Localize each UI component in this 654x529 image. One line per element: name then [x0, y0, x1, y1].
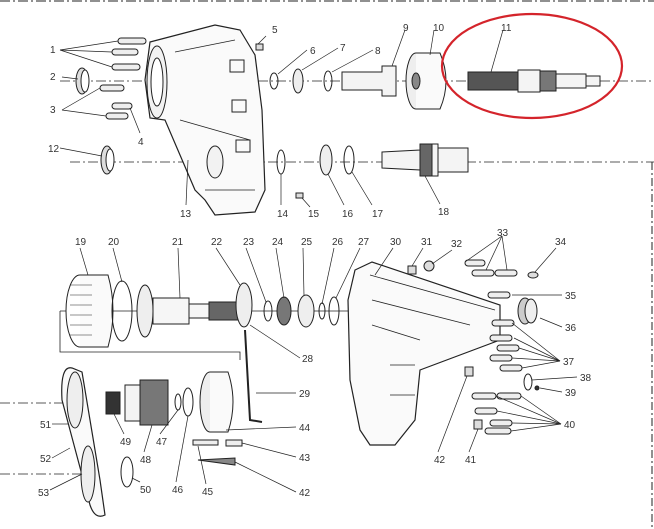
part-label-19: 19: [75, 237, 87, 248]
part-label-31: 31: [421, 237, 433, 248]
part-label-8: 8: [375, 46, 381, 57]
part-label-40: 40: [564, 420, 576, 431]
part-label-23: 23: [243, 237, 255, 248]
part-label-12: 12: [48, 144, 60, 155]
part-label-52: 52: [40, 454, 52, 465]
part-label-50: 50: [140, 485, 152, 496]
part-label-35: 35: [565, 291, 577, 302]
part-label-30: 30: [390, 237, 402, 248]
part-label-25: 25: [301, 237, 313, 248]
part-label-13: 13: [180, 209, 192, 220]
part-label-24: 24: [272, 237, 284, 248]
part-label-6: 6: [310, 46, 316, 57]
part-label-44: 44: [299, 423, 311, 434]
part-label-42: 42: [299, 488, 311, 499]
part-label-43: 43: [299, 453, 311, 464]
part-label-32: 32: [451, 239, 463, 250]
part-label-41: 41: [465, 455, 477, 466]
part-label-4: 4: [138, 137, 144, 148]
part-label-37: 37: [563, 357, 575, 368]
part-label-3: 3: [50, 105, 56, 116]
part-label-53: 53: [38, 488, 50, 499]
part-label-42: 42: [434, 455, 446, 466]
part-label-9: 9: [403, 23, 409, 34]
part-label-29: 29: [299, 389, 311, 400]
part-label-45: 45: [202, 487, 214, 498]
part-label-10: 10: [433, 23, 445, 34]
part-label-18: 18: [438, 207, 450, 218]
part-label-48: 48: [140, 455, 152, 466]
part-label-22: 22: [211, 237, 223, 248]
part-label-34: 34: [555, 237, 567, 248]
part-label-46: 46: [172, 485, 184, 496]
part-label-26: 26: [332, 237, 344, 248]
part-label-20: 20: [108, 237, 120, 248]
part-label-15: 15: [308, 209, 320, 220]
part-label-1: 1: [50, 45, 56, 56]
part-label-7: 7: [340, 43, 346, 54]
part-label-49: 49: [120, 437, 132, 448]
part-label-21: 21: [172, 237, 184, 248]
highlight-ellipse: [440, 12, 624, 120]
part-label-33: 33: [497, 228, 509, 239]
part-label-14: 14: [277, 209, 289, 220]
part-label-47: 47: [156, 437, 168, 448]
part-label-51: 51: [40, 420, 52, 431]
part-label-39: 39: [565, 388, 577, 399]
part-label-11: 11: [501, 23, 512, 34]
part-label-36: 36: [565, 323, 577, 334]
part-label-28: 28: [302, 354, 314, 365]
part-label-5: 5: [272, 25, 278, 36]
part-label-17: 17: [372, 209, 384, 220]
part-label-2: 2: [50, 72, 56, 83]
part-label-38: 38: [580, 373, 592, 384]
part-label-27: 27: [358, 237, 370, 248]
part-label-16: 16: [342, 209, 354, 220]
